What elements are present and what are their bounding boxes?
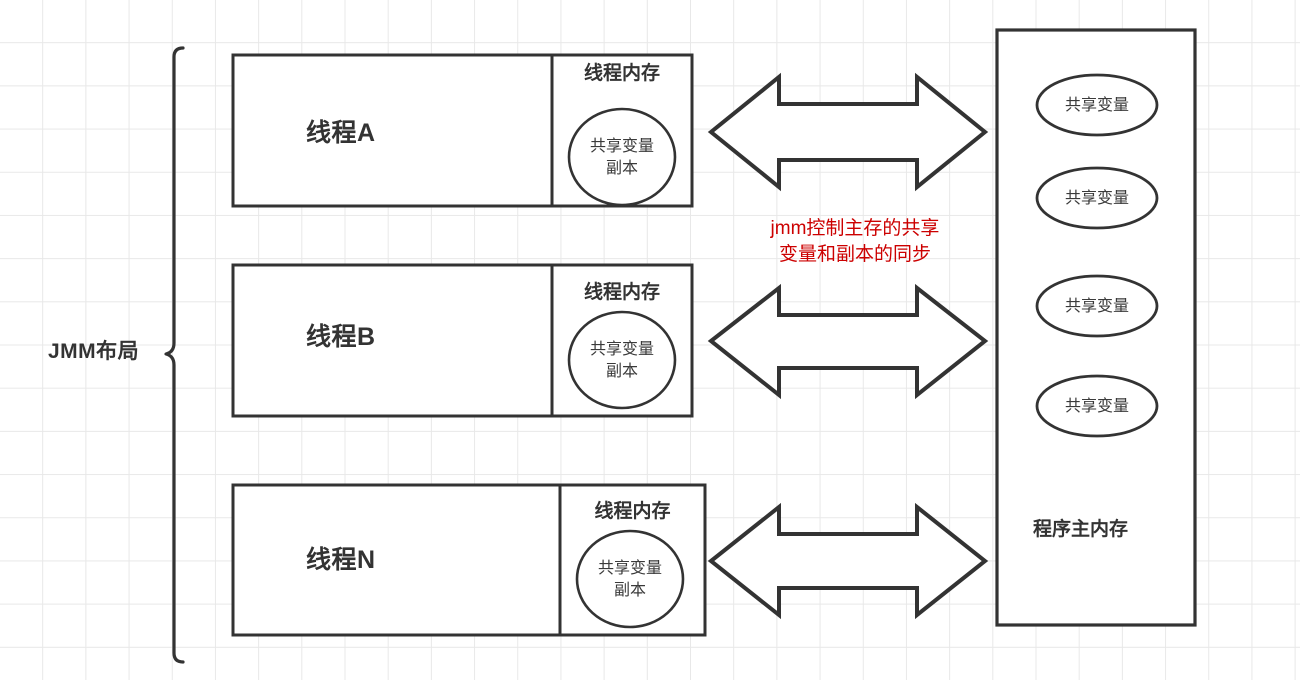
- thread-b-copy-label-line1: 共享变量: [589, 341, 654, 358]
- jmm-sync-note-line1: jmm控制主存的共享: [770, 218, 940, 239]
- thread-a-memory-header: 线程内存: [583, 63, 660, 84]
- thread-b-name: 线程B: [306, 323, 376, 351]
- jmm-sync-note-line2: 变量和副本的同步: [778, 244, 931, 265]
- jmm-brace: [164, 46, 185, 664]
- thread-b-copy-circle: [567, 310, 677, 410]
- thread-a-copy-label-line1: 共享变量: [589, 138, 654, 155]
- thread-n-copy-label-line2: 副本: [613, 582, 646, 599]
- sync-arrow-thread-n: [707, 502, 989, 620]
- thread-b-copy-label-line2: 副本: [605, 363, 638, 380]
- sync-arrow-thread-a: [707, 72, 989, 192]
- main-memory-label: 程序主内存: [1033, 519, 1129, 540]
- thread-n-name: 线程N: [306, 546, 376, 574]
- thread-n-memory-header: 线程内存: [594, 501, 671, 522]
- main-memory-variable-ellipse: [1035, 166, 1159, 230]
- main-memory-variable-label: 共享变量: [1064, 97, 1129, 114]
- thread-a-copy-label-line2: 副本: [605, 160, 638, 177]
- main-memory-variable-label: 共享变量: [1064, 398, 1129, 415]
- sync-arrow-thread-b: [707, 283, 989, 400]
- main-memory-variable-ellipse: [1035, 374, 1159, 438]
- main-memory-variable-ellipse: [1035, 274, 1159, 338]
- jmm-layout-label: JMM布局: [48, 340, 140, 363]
- main-memory-variable-label: 共享变量: [1064, 190, 1129, 207]
- thread-a-copy-circle: [567, 107, 677, 207]
- thread-b-memory-header: 线程内存: [583, 282, 660, 303]
- main-memory-variable-ellipse: [1035, 73, 1159, 137]
- thread-a-name: 线程A: [306, 119, 376, 147]
- main-memory-variable-label: 共享变量: [1064, 298, 1129, 315]
- thread-n-copy-label-line1: 共享变量: [597, 560, 662, 577]
- thread-n-copy-circle: [575, 529, 685, 629]
